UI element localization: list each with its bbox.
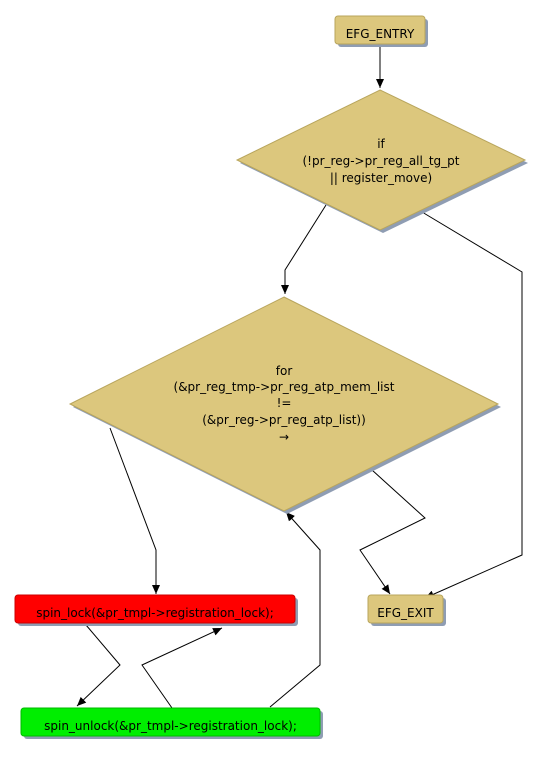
- if-line-2: (!pr_reg->pr_reg_all_tg_pt: [303, 154, 460, 168]
- for-decision-node[interactable]: for (&pr_reg_tmp->pr_reg_atp_mem_list !=…: [68, 296, 501, 514]
- for-line-4: (&pr_reg->pr_reg_atp_list)): [202, 413, 366, 427]
- edge-unlock-to-for: [269, 511, 321, 708]
- if-line-3: || register_move): [330, 171, 432, 185]
- exit-label: EFG_EXIT: [377, 606, 434, 620]
- exit-node[interactable]: EFG_EXIT: [367, 594, 446, 626]
- spin-lock-node[interactable]: spin_lock(&pr_tmpl->registration_lock);: [14, 594, 298, 626]
- for-line-2: (&pr_reg_tmp->pr_reg_atp_mem_list: [174, 380, 395, 394]
- spin-unlock-label: spin_unlock(&pr_tmpl->registration_lock)…: [44, 719, 297, 733]
- for-line-3: !=: [277, 396, 292, 410]
- for-line-5: →: [279, 430, 289, 444]
- edge-unlock-to-lock: [141, 627, 223, 709]
- edge-lock-to-unlock: [76, 624, 121, 707]
- edge-for-to-exit: [359, 469, 426, 595]
- edge-for-to-lock: [109, 427, 160, 594]
- entry-label: EFG_ENTRY: [346, 27, 415, 41]
- entry-node[interactable]: EFG_ENTRY: [334, 15, 428, 47]
- spin-lock-label: spin_lock(&pr_tmpl->registration_lock);: [36, 606, 274, 620]
- if-decision-node[interactable]: if (!pr_reg->pr_reg_all_tg_pt || registe…: [235, 89, 528, 233]
- for-line-1: for: [276, 364, 293, 378]
- edge-if-to-for: [281, 204, 327, 294]
- edges: [76, 45, 523, 709]
- spin-unlock-node[interactable]: spin_unlock(&pr_tmpl->registration_lock)…: [20, 707, 323, 739]
- edge-if-to-exit: [421, 211, 523, 599]
- if-line-1: if: [377, 137, 385, 151]
